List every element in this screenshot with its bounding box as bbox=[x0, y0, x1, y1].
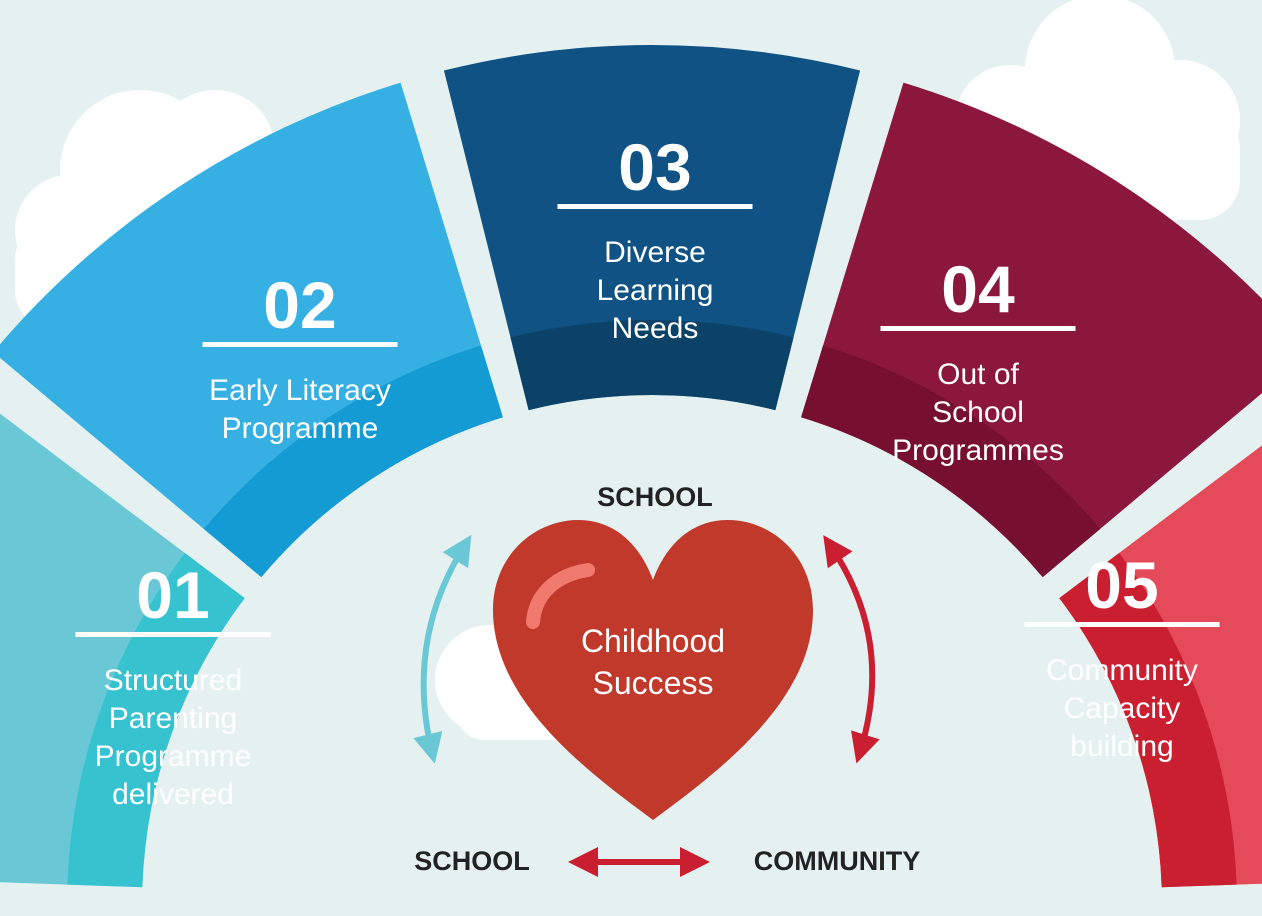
segment-04-label-line: School bbox=[932, 396, 1024, 429]
segment-01-label-line: Parenting bbox=[109, 702, 237, 735]
segments bbox=[0, 45, 1262, 888]
right-double-arrow bbox=[823, 535, 880, 764]
heart-icon: Childhood Success bbox=[493, 520, 813, 820]
segment-05-inner-band bbox=[1059, 552, 1237, 888]
segment-02-inner-band bbox=[203, 345, 503, 578]
segment-03-divider bbox=[557, 204, 753, 209]
segment-05-divider bbox=[1024, 622, 1220, 627]
segment-02-label-line: Early Literacy bbox=[209, 374, 391, 407]
segment-labels: 01StructuredParentingProgrammedelivered0… bbox=[75, 130, 1220, 811]
segment-02-divider bbox=[202, 342, 398, 347]
segment-03-label-line: Needs bbox=[612, 312, 699, 345]
segment-01 bbox=[0, 413, 245, 888]
bottom-school-label: SCHOOL bbox=[414, 846, 530, 876]
segment-01-number: 01 bbox=[136, 558, 209, 632]
segment-02-label-line: Programme bbox=[222, 412, 379, 445]
segment-01-label-line: Programme bbox=[95, 740, 252, 773]
heart-line-1: Childhood bbox=[581, 623, 725, 659]
segment-04-label-line: Programmes bbox=[892, 434, 1064, 467]
left-double-arrow bbox=[413, 534, 472, 764]
segment-05-label-line: Capacity bbox=[1064, 692, 1181, 725]
heart-line-2: Success bbox=[593, 665, 714, 701]
segment-03-label-line: Diverse bbox=[604, 236, 706, 269]
segment-04-number: 04 bbox=[941, 252, 1015, 326]
segment-02-number: 02 bbox=[263, 268, 336, 342]
segment-01-divider bbox=[75, 632, 271, 637]
segment-01-label-line: delivered bbox=[112, 778, 234, 811]
top-school-label: SCHOOL bbox=[597, 482, 713, 512]
segment-03-label-line: Learning bbox=[597, 274, 714, 307]
segment-04-inner-band bbox=[801, 345, 1101, 578]
segment-05-label-line: Community bbox=[1046, 654, 1198, 687]
segment-03 bbox=[443, 45, 861, 411]
segment-05-label-line: building bbox=[1070, 730, 1173, 763]
segment-03-number: 03 bbox=[618, 130, 691, 204]
segment-01-label-line: Structured bbox=[104, 664, 242, 697]
segment-04-divider bbox=[880, 326, 1076, 331]
segment-03-inner-band bbox=[510, 320, 794, 411]
segment-04-label-line: Out of bbox=[937, 358, 1019, 391]
bottom-community-label: COMMUNITY bbox=[754, 846, 920, 876]
segment-05-number: 05 bbox=[1085, 548, 1158, 622]
